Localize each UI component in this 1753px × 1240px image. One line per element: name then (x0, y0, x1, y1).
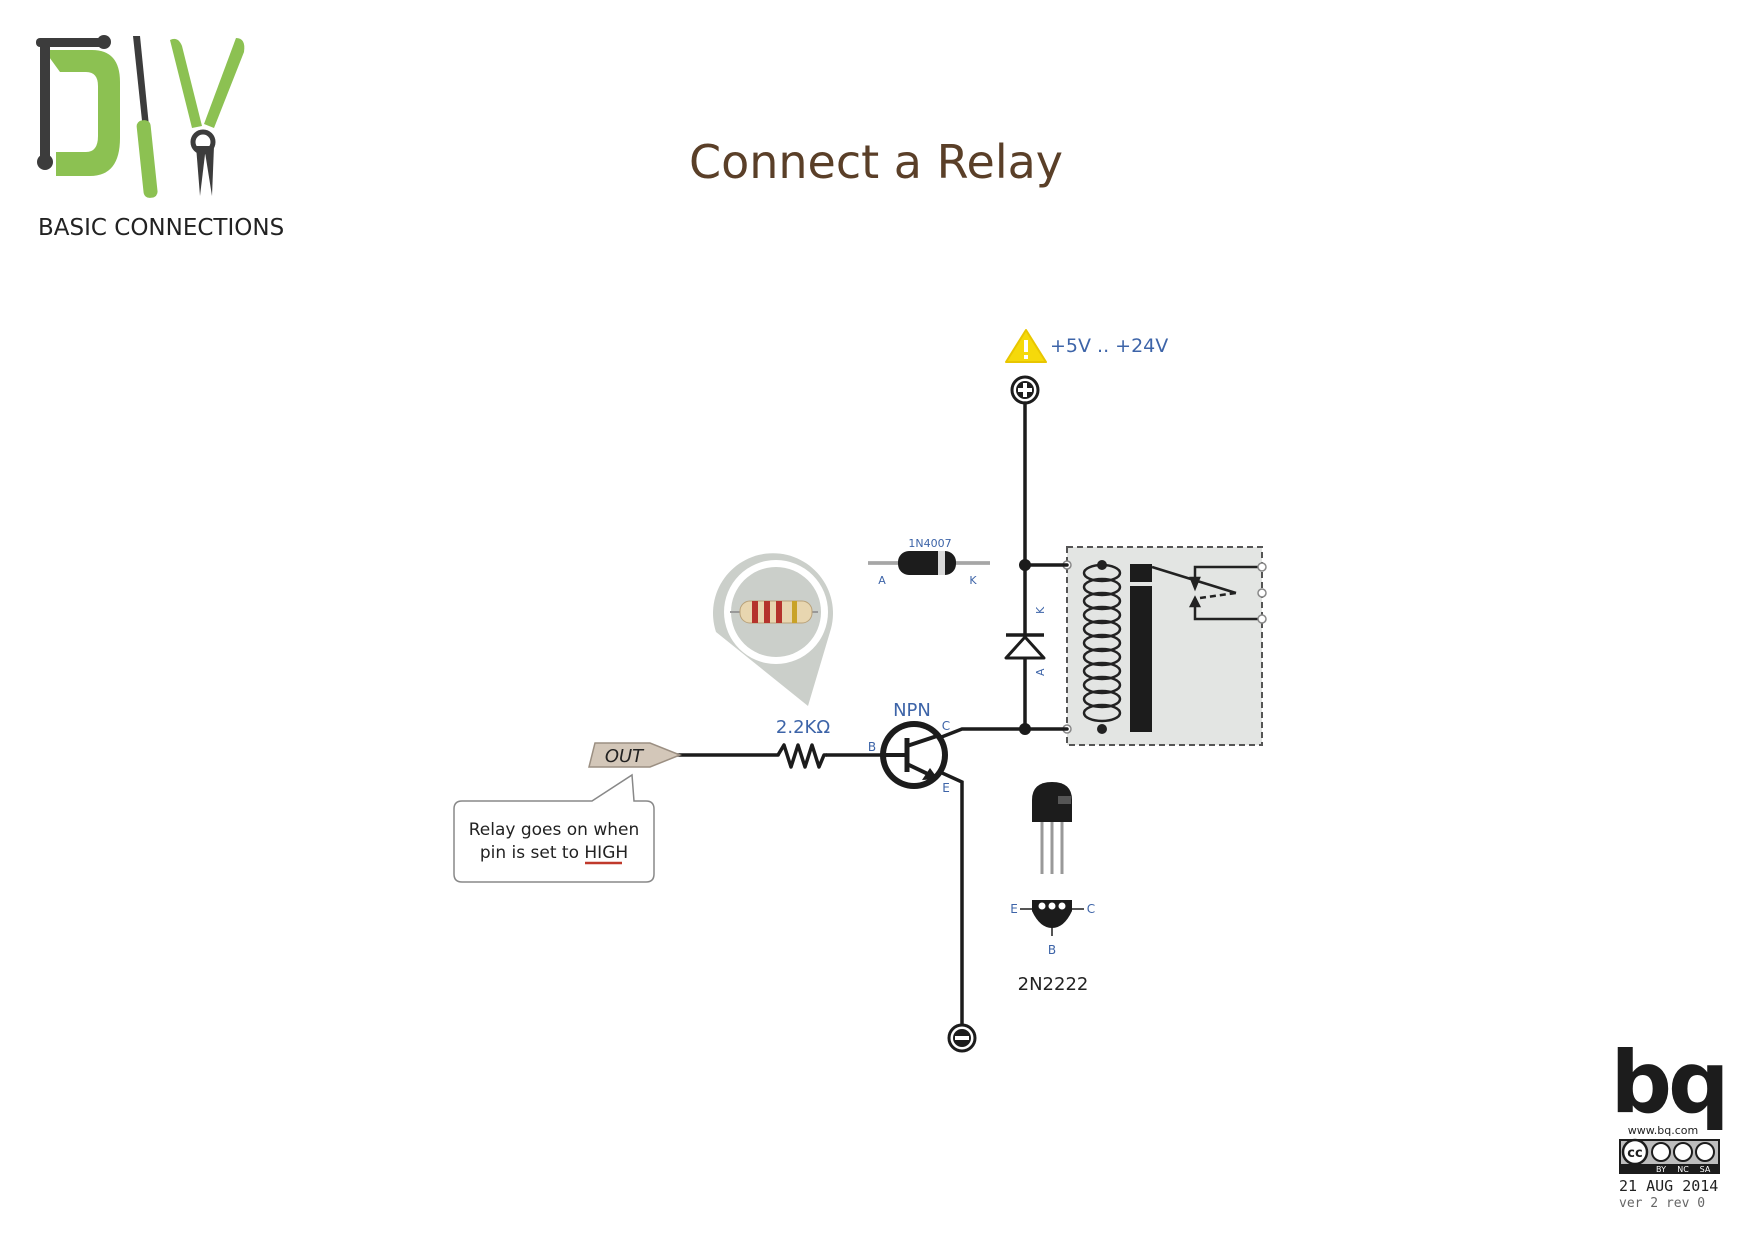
logo-subtitle: BASIC CONNECTIONS (38, 215, 284, 241)
npn-transistor-symbol (880, 721, 948, 789)
resistor-photo-icon (713, 553, 833, 706)
output-pin-tag (588, 742, 683, 768)
diode-part-label: 1N4007 (908, 537, 951, 550)
pinout-emitter-label: E (1010, 902, 1018, 916)
output-pin-label: OUT (605, 746, 645, 767)
negative-terminal (947, 1023, 977, 1053)
supply-voltage-label: +5V .. +24V (1050, 335, 1168, 357)
diode-part-anode-label: A (878, 574, 886, 587)
positive-terminal (1010, 375, 1040, 405)
transistor-package-icon (1032, 782, 1072, 874)
warning-triangle-icon (1005, 329, 1047, 363)
diode-anode-label: A (1034, 668, 1047, 676)
release-date: 21 AUG 2014 (1619, 1177, 1718, 1195)
license-sa: SA (1700, 1165, 1711, 1174)
note-highlight: HIGH (584, 843, 628, 863)
page-title: Connect a Relay (689, 135, 1063, 189)
package-part-label: 2N2222 (1018, 974, 1089, 995)
transistor-type-label: NPN (893, 700, 931, 721)
note-line-1: Relay goes on when (469, 820, 640, 840)
relay-coil (1082, 563, 1122, 723)
license-by: BY (1656, 1165, 1666, 1174)
circuit-wires (671, 401, 1069, 1027)
pinout-base-label: B (1048, 943, 1056, 957)
license-nc: NC (1677, 1165, 1689, 1174)
relay-switch (1151, 565, 1262, 621)
bq-logo: bq (1610, 1033, 1725, 1133)
resistor-symbol (776, 743, 827, 769)
transistor-emitter-label: E (942, 781, 950, 795)
bq-url: www.bq.com (1628, 1124, 1698, 1137)
version-label: ver 2 rev 0 (1619, 1196, 1705, 1211)
diode-part-cathode-label: K (969, 574, 977, 587)
cc-license-badge (1619, 1138, 1720, 1174)
cc-icon: cc (1627, 1146, 1642, 1161)
transistor-pinout-icon (1020, 900, 1084, 936)
relay (1062, 546, 1267, 746)
transistor-collector-label: C (942, 719, 950, 733)
note-line-2: pin is set to HIGH (480, 843, 628, 863)
flyback-diode-symbol (1004, 633, 1046, 660)
diode-part-icon (868, 551, 990, 575)
diode-cathode-label: K (1034, 606, 1047, 614)
resistor-value-label: 2.2KΩ (776, 717, 830, 738)
note-bubble (453, 773, 655, 883)
note-line-2-prefix: pin is set to (480, 843, 585, 863)
pinout-collector-label: C (1087, 902, 1095, 916)
diy-logo (36, 35, 245, 198)
transistor-base-label: B (868, 740, 876, 754)
